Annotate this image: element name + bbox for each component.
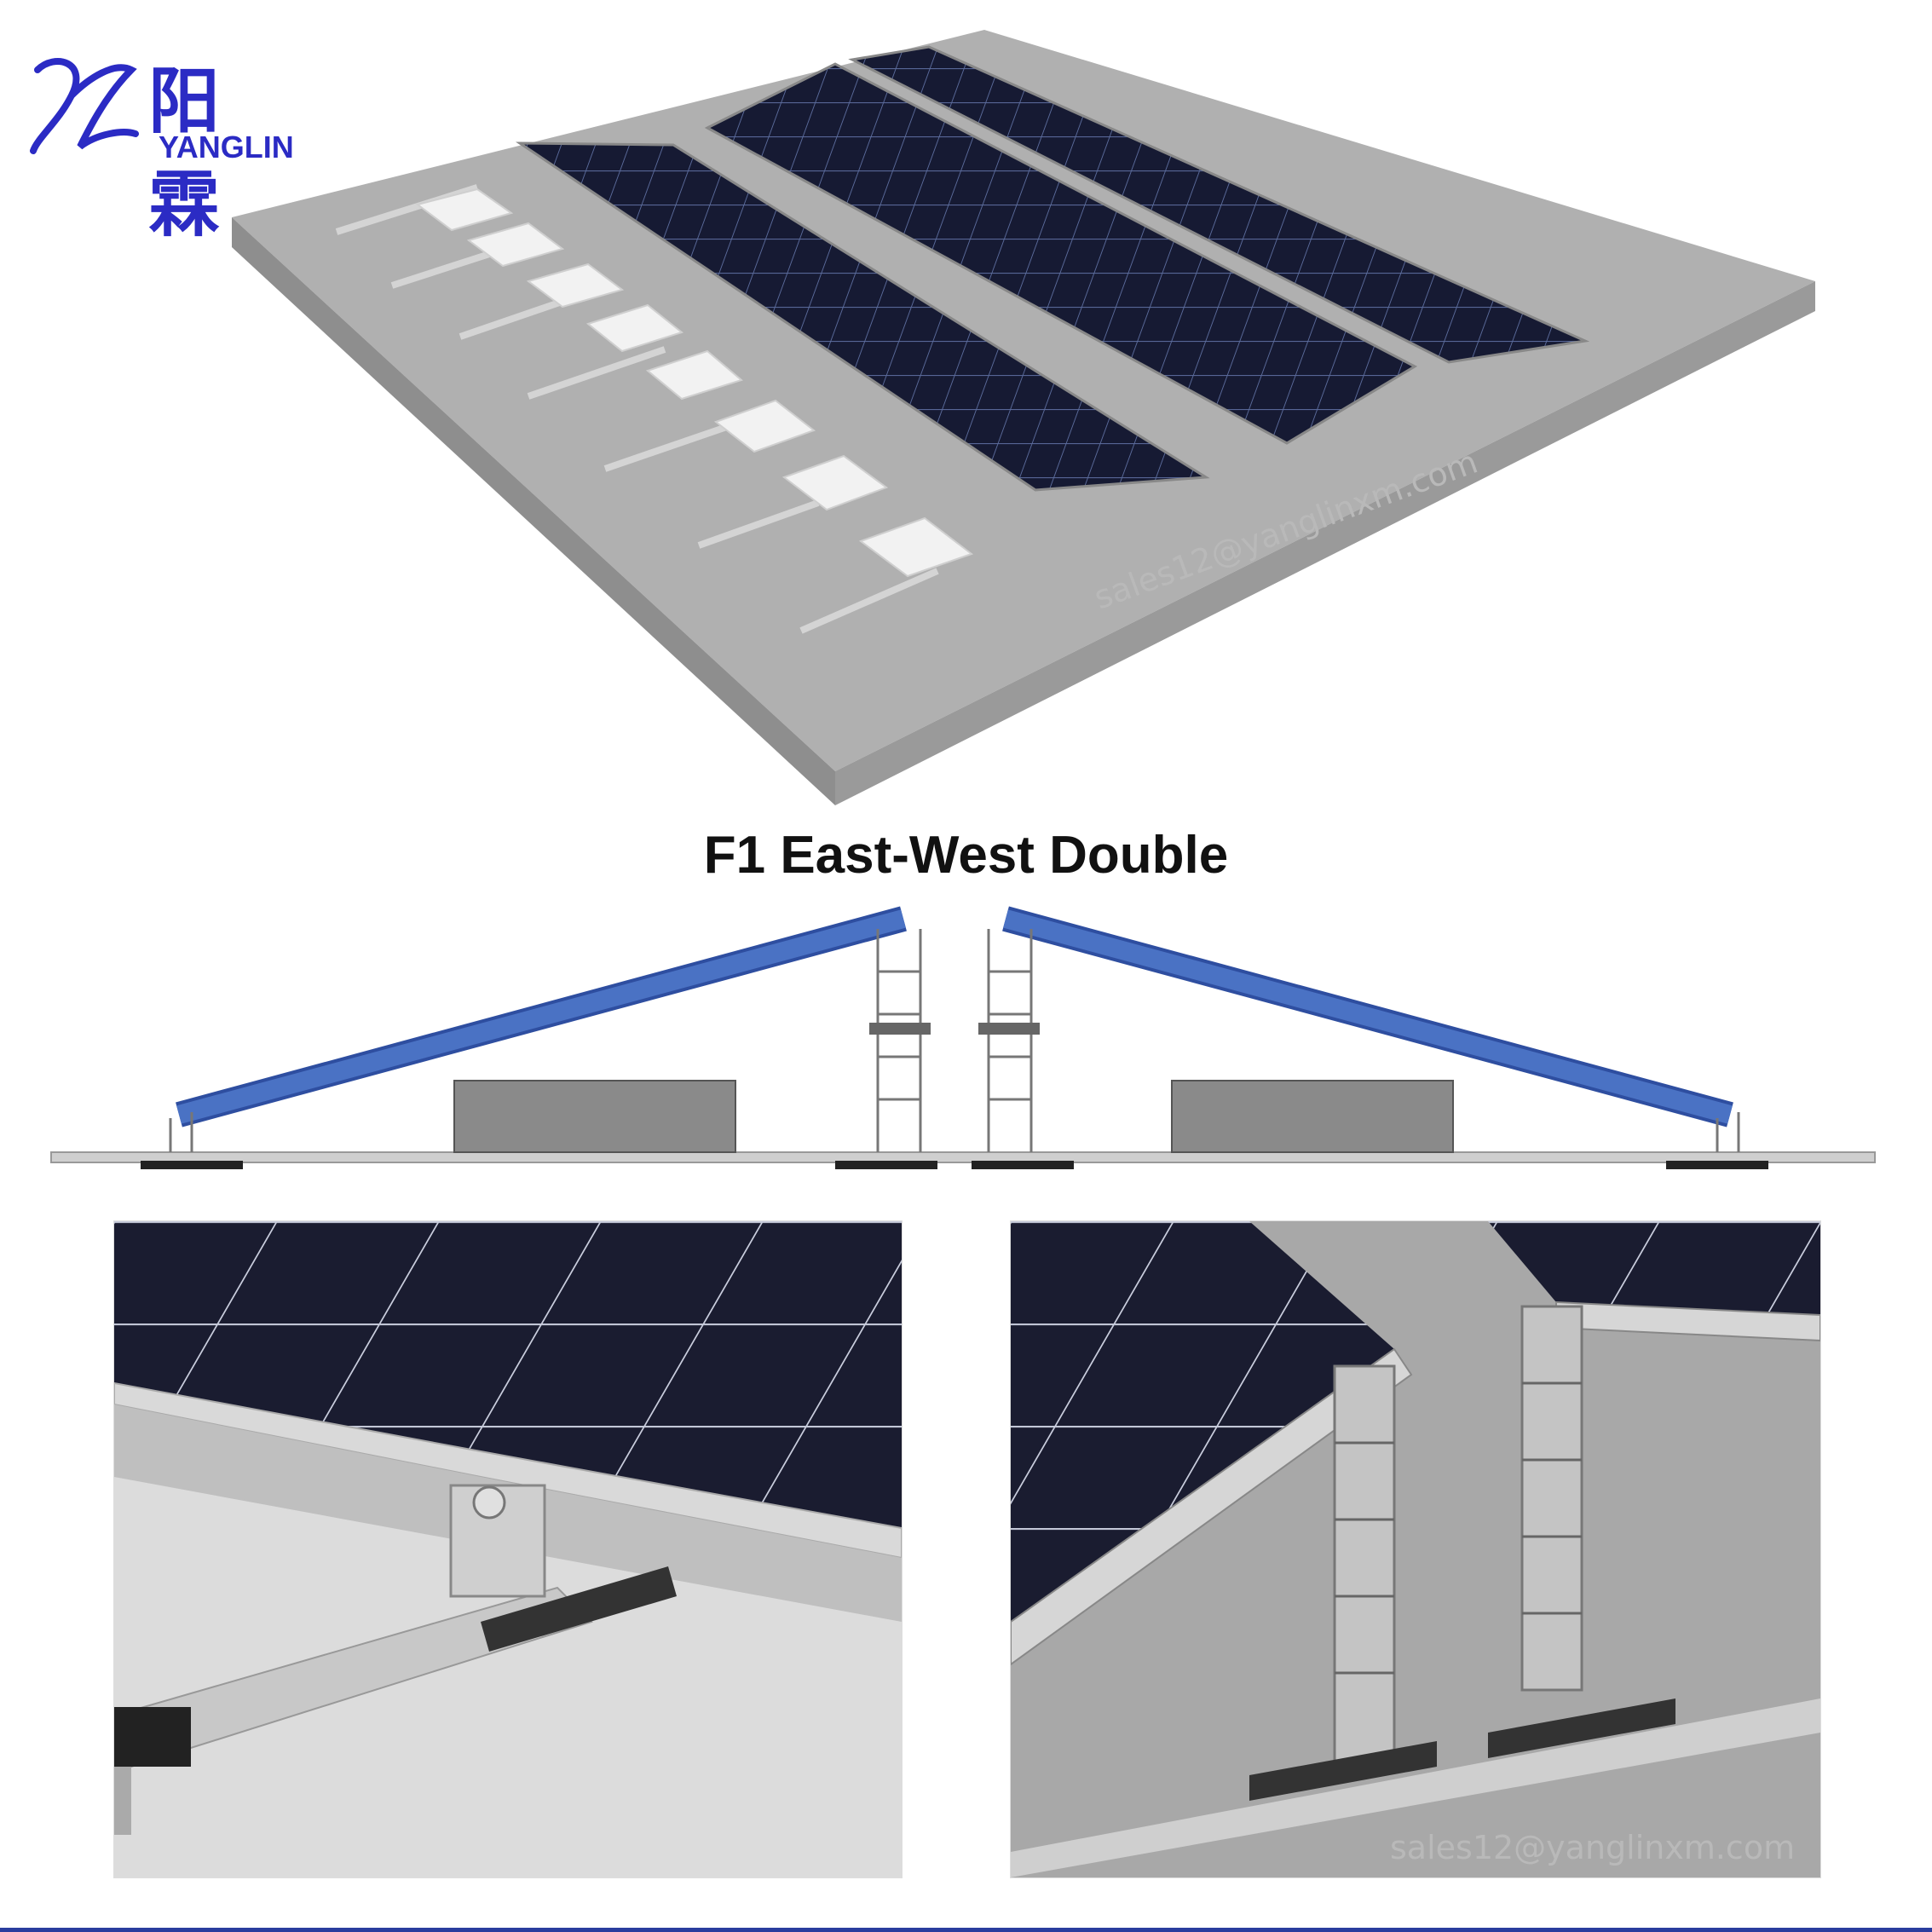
hero-rooftop-render: sales12@yanglinxm.com	[232, 30, 1815, 805]
detail-watermark: sales12@yanglinxm.com	[1390, 1829, 1795, 1866]
logo: 阳霖 YANGLIN	[20, 44, 294, 246]
bottom-accent-bar	[0, 1928, 1932, 1932]
page-title: F1 East-West Double	[703, 826, 1229, 885]
logo-chinese-name: 阳霖	[148, 59, 226, 246]
base-rail	[1011, 1698, 1820, 1877]
ground-line	[50, 1151, 1876, 1163]
bolt-icon	[472, 1485, 506, 1520]
rear-ladder-supports	[876, 929, 1033, 1152]
yl-monogram-icon	[30, 58, 139, 154]
panel-left-frame	[1011, 1347, 1413, 1666]
detail-clamp-closeup	[113, 1220, 903, 1878]
cross-section-diagram	[50, 906, 1876, 1169]
front-legs	[169, 1112, 1740, 1152]
logo-english-name: YANGLIN	[159, 130, 294, 164]
detail-rear-support: sales12@yanglinxm.com	[1010, 1220, 1821, 1878]
panel-array-3	[848, 45, 1590, 364]
panel-right-surface	[1488, 1221, 1820, 1315]
ballast-block-left	[453, 1080, 736, 1153]
rubber-pad-left	[1249, 1741, 1437, 1801]
panel-frame	[114, 1381, 902, 1560]
rubber-pad-right	[1488, 1698, 1675, 1758]
panel-array-2	[704, 62, 1418, 445]
ballast-blocks	[415, 187, 974, 578]
ballast-block-right	[1171, 1080, 1454, 1153]
rubber-pads	[141, 1161, 1768, 1169]
panel-array-1	[516, 141, 1210, 492]
panel-surface	[114, 1221, 902, 1528]
rail-end	[114, 1707, 191, 1767]
brackets	[869, 1023, 1040, 1035]
panel-left-surface	[1011, 1221, 1394, 1622]
rubber-pad	[481, 1566, 677, 1652]
